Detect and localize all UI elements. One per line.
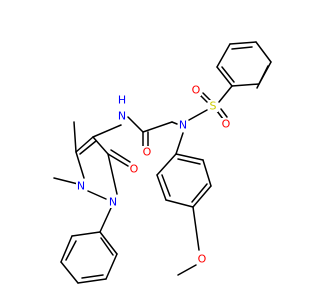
bond-ph1-b xyxy=(60,235,73,263)
bond-c5-o xyxy=(107,153,129,167)
atom-label-s: S xyxy=(210,100,217,113)
bond-ar-e xyxy=(202,159,212,187)
bond-c5-o-double xyxy=(110,149,131,163)
bond-c4-c5 xyxy=(92,136,109,155)
bond-ph1-double-1 xyxy=(65,240,77,261)
bond-ar-f xyxy=(175,153,204,161)
atom-label-background xyxy=(129,163,139,175)
bond-nh-co xyxy=(127,116,144,133)
bond-ph2-c xyxy=(255,41,272,63)
atom-label-o-s1: O xyxy=(192,84,201,97)
atom-label-background xyxy=(117,110,127,122)
bond-ph2-a xyxy=(231,83,260,87)
bond-s-o2 xyxy=(216,110,224,120)
bond-ar-double-2 xyxy=(191,183,208,203)
bond-c3-n1 xyxy=(75,151,85,179)
bond-s-o2-double xyxy=(220,108,228,118)
atom-label-n-sulfonamide: N xyxy=(179,119,187,132)
bond-ar-o xyxy=(192,206,200,251)
atom-label-o-keto: O xyxy=(130,163,139,176)
atom-label-background xyxy=(191,84,201,96)
bond-ch2-n xyxy=(171,121,178,125)
atom-label-background xyxy=(221,118,231,130)
atom-label-n1-pyrazole: N xyxy=(77,180,85,193)
bond-n-ar xyxy=(175,132,184,155)
bond-ph2-d xyxy=(229,41,257,45)
atom-label-background xyxy=(197,253,207,265)
atom-label-background xyxy=(117,94,127,106)
bond-c4-nh xyxy=(92,124,122,138)
atom-label-o-amide: O xyxy=(143,146,152,159)
bond-ph2-e xyxy=(216,43,231,68)
bond-ph1-d xyxy=(77,278,107,284)
atom-label-h-amide: H xyxy=(118,94,126,107)
bond-c4-c3-double xyxy=(79,140,97,155)
bond-s-o1-double xyxy=(202,92,212,102)
atom-label-n-amide: N xyxy=(118,110,126,123)
bond-co-ch2 xyxy=(142,121,173,133)
bond-ar-c xyxy=(165,199,194,208)
bond-n2-phenyl xyxy=(99,207,112,233)
atom-label-o-s2: O xyxy=(222,118,231,131)
atom-label-n2-pyrazole: N xyxy=(109,196,117,209)
atom-label-background xyxy=(76,180,86,192)
bond-n2-c5 xyxy=(107,153,118,195)
bond-ph2-double-3 xyxy=(221,66,235,83)
bond-ph1-a xyxy=(71,231,101,237)
bond-ph1-e xyxy=(105,253,118,280)
bond-ar-b xyxy=(156,174,167,201)
bond-c4-c3 xyxy=(75,136,94,153)
atom-label-background xyxy=(178,119,188,131)
bond-ph1-c xyxy=(60,261,79,284)
bond-ph1-f xyxy=(99,231,118,255)
bond-ph1-double-3 xyxy=(100,237,114,256)
bond-s-phenyl xyxy=(218,85,233,103)
bond-ph2-double-1 xyxy=(256,65,269,89)
atom-label-background xyxy=(208,100,218,112)
bond-ar-double-3 xyxy=(177,158,201,165)
bond-ar-double-1 xyxy=(161,174,171,197)
atom-label-o-methoxy: O xyxy=(198,253,207,266)
bond-ph2-f xyxy=(216,66,233,87)
bond-ph2-double-2 xyxy=(231,46,253,50)
bond-ar-a xyxy=(156,153,177,176)
bond-n-s xyxy=(188,109,208,121)
bond-ph1-double-2 xyxy=(81,274,104,279)
bond-n1-n2 xyxy=(87,190,107,200)
atom-label-background xyxy=(108,196,118,208)
atom-label-background xyxy=(142,146,152,158)
bond-c3-methyl xyxy=(73,121,77,153)
bond-o-methyl xyxy=(177,264,197,276)
bond-ar-d xyxy=(192,185,212,208)
